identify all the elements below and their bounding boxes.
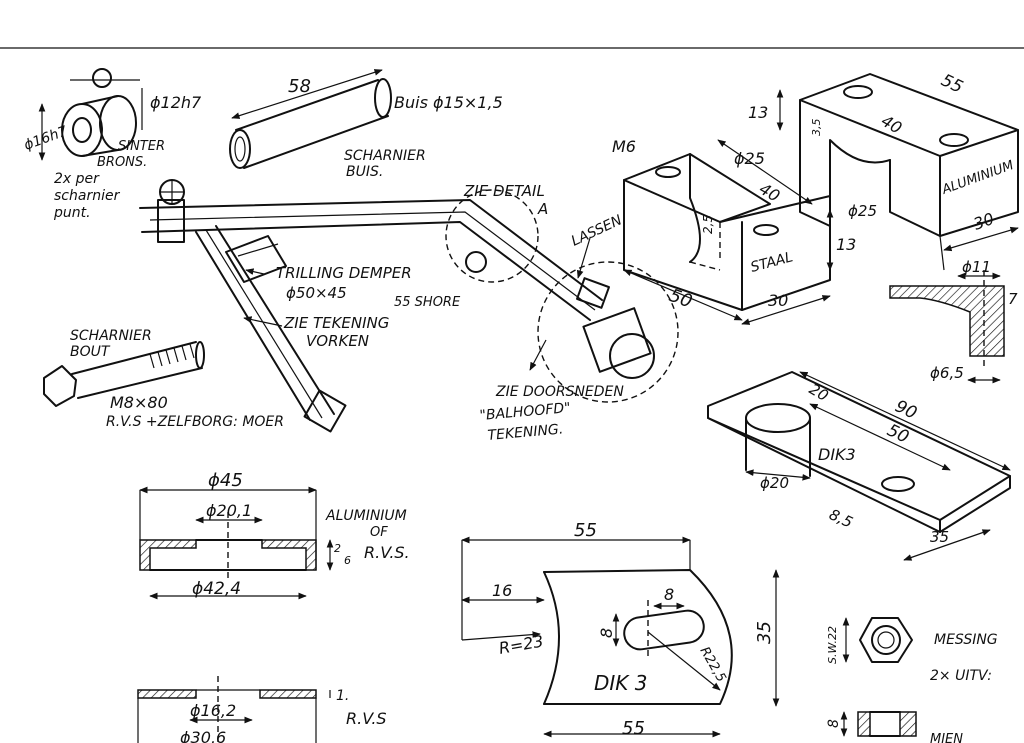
ring-section	[137, 676, 331, 743]
washer-dia20-1: ϕ20,1	[206, 501, 252, 520]
plate-dia20: ϕ20	[760, 474, 789, 492]
alu-dia25: ϕ25	[848, 202, 877, 220]
hinge-tube	[229, 69, 392, 169]
forks-label2: VORKEN	[306, 332, 369, 350]
washer-dia45: ϕ45	[208, 470, 243, 491]
hinge-bolt-label2: BOUT	[70, 344, 111, 360]
washer-6: 6	[344, 554, 351, 567]
alu-55: 55	[938, 70, 966, 97]
section-dia11: ϕ11	[962, 258, 991, 276]
hinge-bolt	[43, 341, 205, 407]
section-dia6-5: ϕ6,5	[930, 364, 964, 382]
aluminium-clamp-block	[776, 73, 1019, 271]
flat-8-horizontal: 8	[664, 585, 674, 604]
washer-dia42-4: ϕ42,4	[192, 579, 241, 599]
tube-length-dim: 58	[288, 76, 311, 97]
alu-material: ALUMINIUM	[939, 158, 1016, 198]
flat-thickness: DIK 3	[594, 671, 648, 695]
flat-55-top: 55	[574, 520, 597, 541]
steel-material: STAAL	[749, 249, 795, 276]
steel-dia25: ϕ25	[734, 149, 765, 168]
head-sections-label2: "BALHOOFD"	[479, 400, 571, 424]
per-pivot-line1: 2x per	[54, 171, 100, 187]
alu-3-5: 3,5	[810, 119, 823, 137]
nut2-8: 8	[826, 719, 842, 728]
nut-qty: 2× UITV:	[930, 668, 992, 684]
ring-material: R.V.S	[346, 709, 387, 728]
sinter-bronze-bushing	[38, 68, 143, 161]
plate-thickness: DIK3	[818, 445, 856, 464]
washer-2: 2	[334, 542, 341, 555]
nut-section-bottom	[840, 711, 917, 737]
brons-label: BRONS.	[97, 155, 147, 170]
plate-90: 90	[892, 396, 920, 423]
weld-label: LASSEN	[569, 212, 625, 250]
flat-8-vertical: 8	[597, 628, 616, 638]
see-detail-label2: A	[537, 200, 548, 218]
head-sections-label1: ZIE DOORSNEDEN	[495, 384, 624, 400]
washer-material2: OF	[370, 525, 388, 540]
swingarm-frame	[139, 179, 679, 433]
nut2-material: MIEN	[930, 732, 963, 743]
flat-35: 35	[754, 621, 775, 644]
sinter-label: SINTER	[118, 139, 165, 154]
hinge-tube-label2: BUIS.	[346, 164, 383, 180]
section-7: 7	[1008, 290, 1018, 308]
nut-sw22: S.W.22	[826, 626, 839, 664]
ring-1: 1.	[336, 688, 349, 704]
ring-dia30-6: ϕ30,6	[180, 728, 226, 743]
bolt-material: R.V.S +ZELFBORG: MOER	[106, 414, 284, 430]
hinge-bolt-label1: SCHARNIER	[70, 328, 152, 344]
plate-35: 35	[930, 528, 949, 546]
flat-55-bottom: 55	[622, 718, 645, 739]
hole-section-view	[889, 270, 1005, 384]
steel-40: 40	[756, 179, 783, 206]
steel-13: 13	[836, 235, 856, 254]
plate-20: 20	[806, 380, 832, 405]
flat-r22-5: R22,5	[697, 645, 729, 685]
damper-label2: ϕ50×45	[286, 284, 347, 302]
flat-16: 16	[492, 581, 512, 600]
damper-label1: TRILLING DEMPER	[276, 264, 412, 282]
flat-r23: R=23	[497, 631, 545, 658]
damper-label3: 55 SHORE	[394, 295, 461, 310]
flat-link-plate	[461, 536, 780, 738]
steel-30: 30	[768, 291, 788, 310]
plate-50: 50	[884, 420, 912, 447]
plate-8-5: 8,5	[826, 505, 855, 531]
bushing-outer-diameter: ϕ16h7	[22, 123, 70, 153]
per-pivot-line3: punt.	[53, 205, 91, 221]
alu-30: 30	[971, 209, 997, 234]
hinge-tube-label1: SCHARNIER	[344, 148, 426, 164]
mounting-plate	[707, 371, 1011, 561]
washer-section	[139, 486, 334, 600]
tube-spec: Buis ϕ15×1,5	[394, 93, 503, 112]
per-pivot-line2: scharnier	[54, 188, 121, 204]
brass-hex-nut	[842, 617, 913, 663]
alu-13: 13	[748, 103, 768, 122]
head-sections-label3: TEKENING.	[487, 421, 564, 444]
steel-2-5: 2,5	[701, 215, 715, 234]
bushing-inner-diameter: ϕ12h7	[150, 93, 202, 112]
bolt-spec: M8×80	[110, 393, 168, 412]
nut-material: MESSING	[934, 632, 998, 648]
steel-clamp-block	[623, 139, 834, 325]
ring-dia16-2: ϕ16,2	[190, 701, 236, 720]
forks-label1: ZIE TEKENING	[283, 314, 389, 332]
washer-material1: ALUMINIUM	[325, 508, 407, 524]
steel-m6: M6	[612, 137, 636, 156]
washer-material3: R.V.S.	[364, 543, 410, 562]
see-detail-label1: ZIE DETAIL	[463, 182, 545, 200]
